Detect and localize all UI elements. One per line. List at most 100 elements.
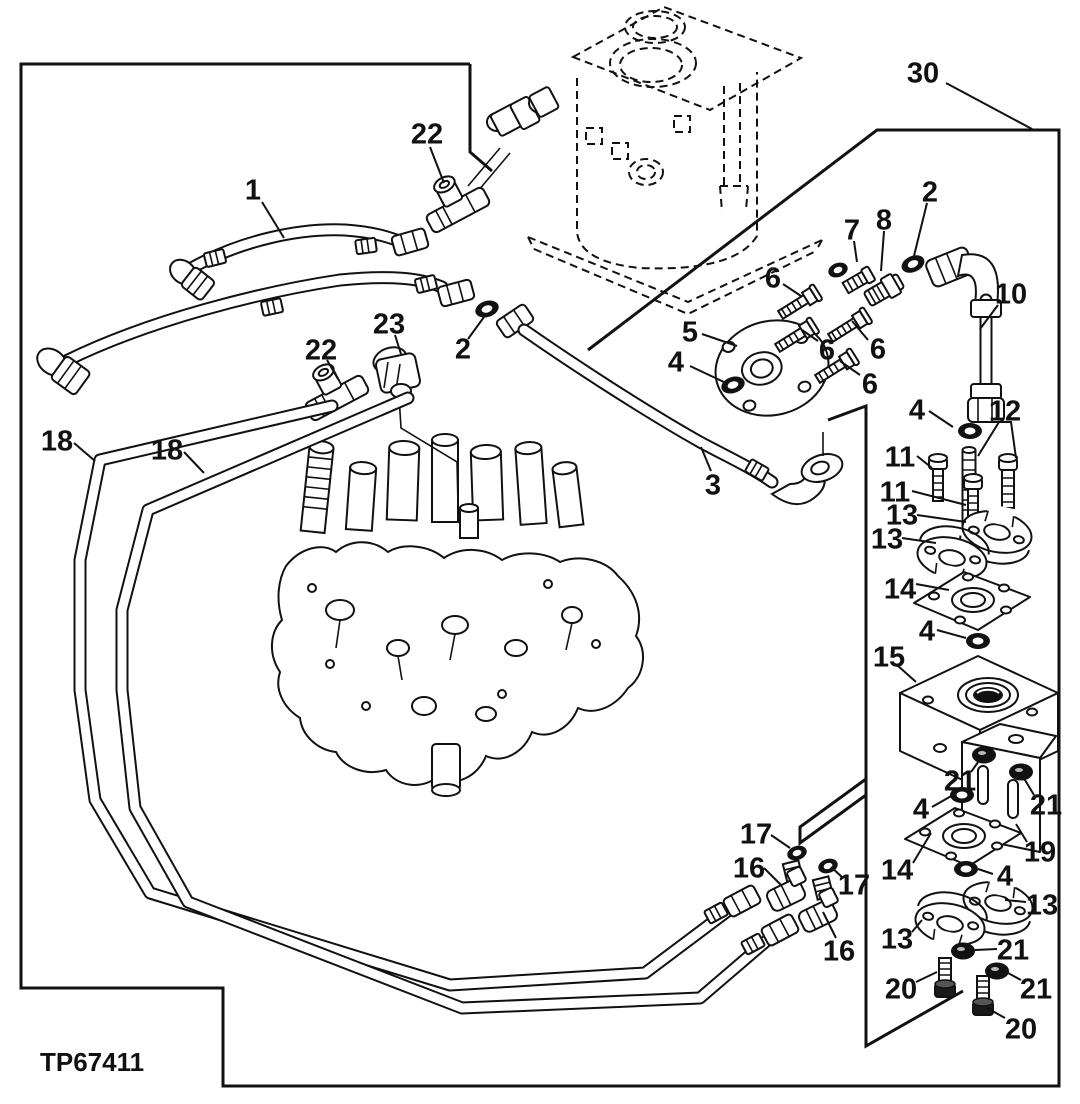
callout-13d: 13 — [881, 924, 913, 956]
figure-part-code: TP67411 — [40, 1047, 144, 1077]
main-border — [19, 62, 1061, 1088]
callout-16a: 16 — [733, 853, 765, 885]
callout-30: 30 — [907, 58, 939, 90]
callout-6b: 6 — [819, 335, 835, 367]
callout-2b: 2 — [922, 177, 938, 209]
valve-body — [271, 541, 644, 786]
callout-15: 15 — [873, 642, 905, 674]
hydraulic-tank-phantom — [467, 5, 823, 316]
bolt-6a — [774, 282, 824, 324]
callout-3: 3 — [705, 470, 721, 502]
hoses-18 — [73, 391, 801, 1015]
hose-1-hex-fitting — [389, 226, 431, 258]
callout-14b: 14 — [881, 855, 913, 887]
o-ring-2b — [898, 251, 928, 277]
hose-18b-end-fitting — [759, 912, 801, 948]
tank-fitting-link-lines — [467, 147, 511, 192]
callout-17a: 17 — [740, 819, 772, 851]
tank-base-sides — [527, 236, 823, 252]
callout-11b: 11 — [880, 477, 911, 509]
flange-5-group — [714, 251, 928, 417]
callout-2a: 2 — [455, 334, 471, 366]
o-ring-4b — [958, 423, 982, 439]
callout-22b: 22 — [305, 335, 337, 367]
bolt-11a — [928, 453, 948, 502]
o-ring-4c — [966, 633, 990, 649]
callout-4a: 4 — [668, 347, 684, 379]
callout-labels: 1 22 2 22 23 18 18 30 5 4 3 6 6 6 6 7 8 … — [41, 58, 1062, 1046]
tank-suction-fitting — [467, 86, 560, 192]
elbow-16-17-group — [760, 843, 847, 935]
pilot-fittings — [290, 346, 459, 506]
hose-10-group — [925, 246, 1005, 439]
callout-1: 1 — [245, 175, 261, 207]
callout-8: 8 — [876, 205, 892, 237]
connector-8 — [863, 273, 905, 307]
o-ring-2a — [473, 297, 501, 321]
inner-box-step — [798, 777, 867, 846]
lower-stack — [904, 723, 1057, 1016]
callout-22a: 22 — [411, 119, 443, 151]
callout-7: 7 — [844, 215, 860, 247]
tank-base-edge-2 — [533, 248, 817, 316]
callout-20b: 20 — [1005, 1014, 1037, 1046]
control-valve — [271, 433, 644, 797]
nut-21a — [972, 746, 996, 764]
elbow-fitting-23 — [372, 346, 421, 399]
tank-base-edge — [527, 236, 823, 304]
nut-21b — [1009, 763, 1033, 781]
leader-lines — [73, 82, 1035, 1019]
hose-10-end-nut — [967, 397, 1005, 423]
tank-top-plate — [570, 5, 804, 112]
washer-7-ring — [826, 260, 850, 280]
valve-spool-caps — [299, 433, 585, 539]
hose-18a-end-fitting — [721, 883, 763, 919]
callout-21a: 21 — [944, 766, 976, 798]
callout-14a: 14 — [884, 574, 916, 606]
tank-body — [576, 72, 758, 270]
hose-3-flange-elbow — [770, 453, 844, 505]
callout-6a: 6 — [765, 263, 781, 295]
callout-5: 5 — [682, 317, 698, 349]
callout-23: 23 — [373, 309, 405, 341]
figure-borders — [19, 62, 1061, 1088]
callout-6d: 6 — [862, 369, 878, 401]
callout-4c: 4 — [919, 616, 935, 648]
callout-16b: 16 — [823, 936, 855, 968]
valve-ports — [307, 579, 601, 797]
flange-5 — [714, 319, 830, 417]
callout-13c: 13 — [1026, 890, 1058, 922]
upper-stack — [899, 446, 1059, 789]
return-hoses-upper — [36, 162, 501, 396]
callout-20a: 20 — [885, 974, 917, 1006]
callout-13b: 13 — [871, 524, 903, 556]
callout-6c: 6 — [870, 334, 886, 366]
inner-box-border — [827, 403, 964, 1049]
block-15 — [899, 655, 1059, 789]
tank-channel — [719, 83, 749, 213]
callout-17b: 17 — [838, 870, 870, 902]
tank-opening-small-inner — [632, 15, 678, 39]
callout-4d: 4 — [913, 794, 929, 826]
callout-4b: 4 — [909, 395, 925, 427]
callout-21d: 21 — [1020, 974, 1052, 1006]
callout-10: 10 — [995, 279, 1027, 311]
bolt-12b — [998, 453, 1018, 509]
callout-13a: 13 — [886, 500, 918, 532]
tank-opening-small — [624, 10, 686, 44]
callout-11a: 11 — [885, 442, 916, 474]
border-notch — [468, 64, 493, 173]
tank-filler-ring — [609, 38, 697, 88]
tank-ports — [585, 115, 691, 186]
hose-3-group — [494, 302, 844, 505]
hose-1-end-elbow — [169, 258, 215, 301]
tank-filler-ring-inner — [619, 47, 683, 83]
fitting-7 — [841, 265, 876, 295]
callout-19: 19 — [1024, 837, 1056, 869]
callout-12: 12 — [989, 396, 1021, 428]
hose-2-end-elbow — [36, 347, 91, 396]
callout-21b: 21 — [1030, 790, 1062, 822]
callout-21c: 21 — [997, 935, 1029, 967]
